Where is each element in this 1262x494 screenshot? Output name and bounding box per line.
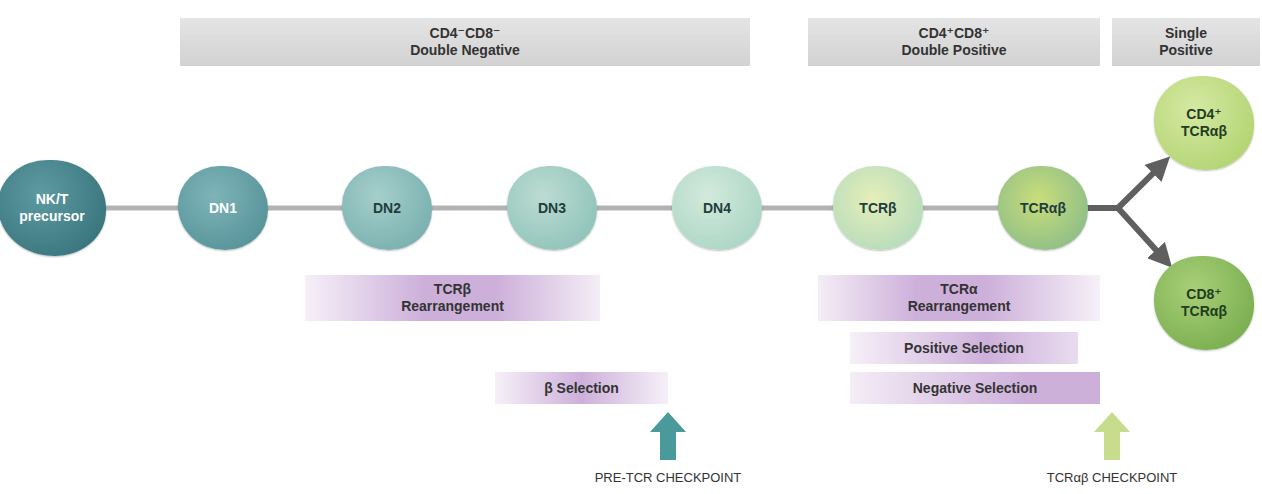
- thymocyte-cell: TCRβ: [833, 166, 923, 250]
- node-text: Single Positive: [1159, 25, 1213, 59]
- thymocyte-cell: DN2: [342, 166, 432, 250]
- node-text: TCRαβ: [1020, 200, 1066, 217]
- process-bar: Positive Selection: [850, 332, 1078, 364]
- lineage-line: [758, 206, 837, 211]
- node-text: DN4: [703, 200, 731, 217]
- node-text: CD4⁺CD8⁺ Double Positive: [901, 25, 1008, 59]
- lineage-line: [264, 206, 346, 211]
- single-positive-cell: CD8⁺ TCRαβ: [1154, 256, 1254, 350]
- node-text: Positive Selection: [904, 340, 1024, 357]
- node-text: DN3: [538, 200, 566, 217]
- checkpoint-label: PRE-TCR CHECKPOINT: [595, 470, 742, 485]
- node-text: CD4⁻CD8⁻ Double Negative: [410, 25, 521, 59]
- thymocyte-cell: DN3: [507, 166, 597, 250]
- thymocyte-cell: TCRαβ: [998, 166, 1088, 250]
- precursor-cell: NK/T precursor: [0, 160, 106, 256]
- pre-tcr-arrow: [650, 412, 686, 460]
- lineage-line: [102, 206, 182, 211]
- node-text: TCRβ: [859, 200, 896, 217]
- lineage-line: [919, 206, 1002, 211]
- node-text: Negative Selection: [913, 380, 1038, 397]
- node-text: DN2: [373, 200, 401, 217]
- node-text: NK/T precursor: [12, 191, 92, 225]
- branch-arrow: [1086, 208, 1165, 260]
- lineage-line: [593, 206, 676, 211]
- stage-band: CD4⁻CD8⁻ Double Negative: [180, 18, 750, 66]
- single-positive-cell: CD4⁺ TCRαβ: [1154, 76, 1254, 170]
- thymocyte-cell: DN4: [672, 166, 762, 250]
- stage-band: Single Positive: [1112, 18, 1260, 66]
- node-text: DN1: [209, 200, 237, 217]
- branch-arrow: [1086, 164, 1162, 208]
- thymocyte-cell: DN1: [178, 166, 268, 250]
- checkpoint-label: TCRαβ CHECKPOINT: [1047, 470, 1178, 485]
- process-bar: Negative Selection: [850, 372, 1100, 404]
- process-bar: β Selection: [495, 372, 668, 404]
- node-text: TCRβ Rearrangement: [383, 281, 523, 315]
- process-bar: TCRα Rearrangement: [818, 275, 1100, 321]
- process-bar: TCRβ Rearrangement: [305, 275, 600, 321]
- node-text: β Selection: [544, 380, 619, 397]
- tcrab-arrow: [1094, 412, 1130, 460]
- node-text: CD8⁺ TCRαβ: [1168, 286, 1240, 320]
- stage-band: CD4⁺CD8⁺ Double Positive: [808, 18, 1100, 66]
- node-text: CD4⁺ TCRαβ: [1168, 106, 1240, 140]
- lineage-line: [428, 206, 511, 211]
- node-text: TCRα Rearrangement: [889, 281, 1029, 315]
